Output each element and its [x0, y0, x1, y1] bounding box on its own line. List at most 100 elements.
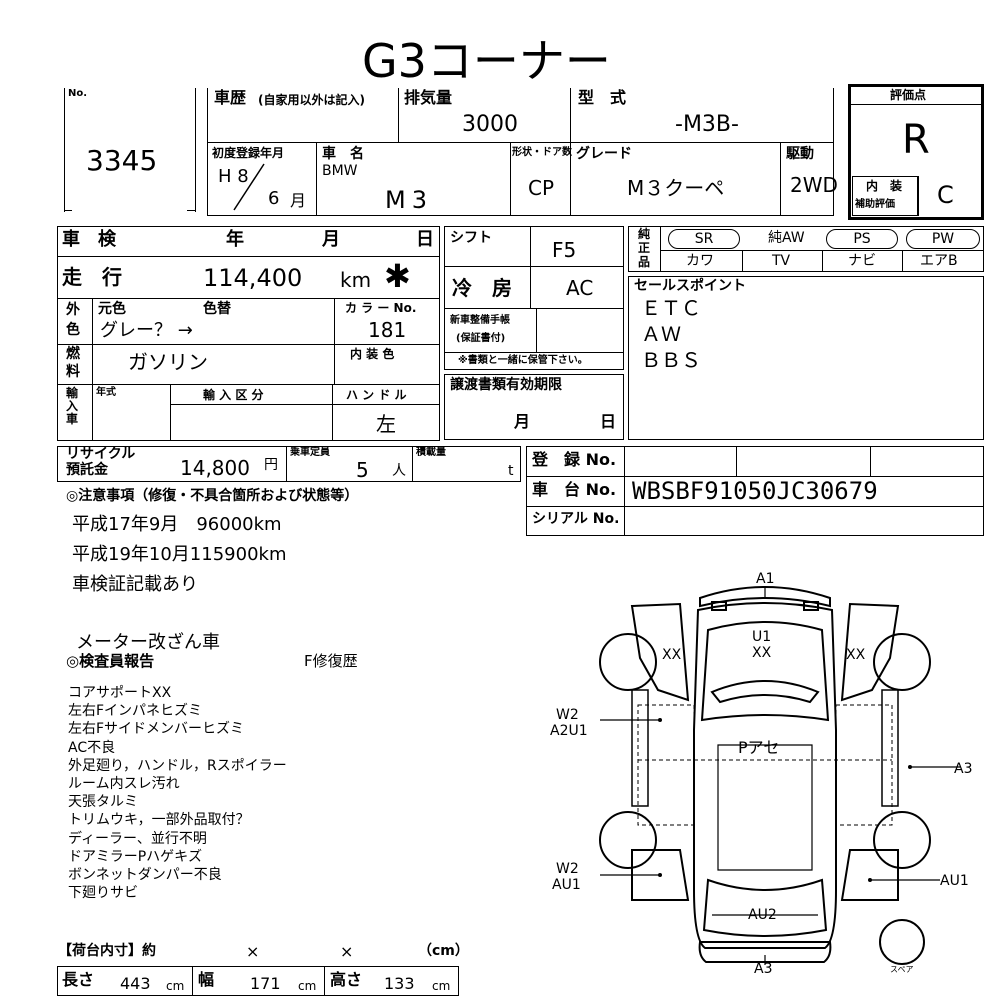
score-value: R	[902, 117, 930, 163]
maintenance-label-1: 新車整備手帳	[450, 315, 510, 326]
mileage-mark: ✱	[384, 257, 411, 295]
recycle-label-1: リサイクル	[66, 446, 136, 462]
inspector-line: 外足廻り，ハンドル，Rスポイラー	[68, 757, 287, 774]
capacity-value: 5	[356, 458, 369, 482]
drive-value: 2WD	[790, 173, 838, 197]
equip-pw: PW	[906, 229, 980, 249]
fuel-value: ガソリン	[128, 350, 208, 374]
cargo-unit: （cm）	[418, 943, 469, 959]
load-label: 積載量	[416, 447, 446, 458]
mileage-unit: km	[340, 268, 372, 292]
color-label-2: 色	[66, 322, 80, 338]
diagram-a3-bottom: A3	[754, 961, 773, 977]
displacement-label: 排気量	[404, 88, 453, 107]
chassis-label: 車 台 No.	[532, 480, 617, 499]
import-year-label: 年式	[96, 387, 116, 398]
body-doors-label: 形状・ドア数	[512, 147, 572, 158]
car-damage-diagram	[599, 586, 960, 965]
diagram-au2: AU2	[748, 907, 777, 923]
meter-note: メーター改ざん車	[76, 632, 220, 653]
grade-value: M３クーペ	[627, 176, 725, 200]
body-doors-value: CP	[528, 176, 555, 200]
color-value: グレー？ →	[100, 320, 193, 341]
equip-leather: カワ	[686, 253, 714, 269]
sales-point-1: ＥＴＣ	[641, 296, 701, 320]
height-label: 高さ	[330, 970, 363, 989]
recycle-value: 14,800	[180, 456, 250, 480]
color-original-label: 元色	[98, 301, 126, 317]
recycle-unit: 円	[264, 457, 278, 473]
inspection-year: 年	[226, 229, 244, 250]
transfer-label: 譲渡書類有効期限	[450, 377, 562, 393]
first-reg-label: 初度登録年月	[212, 146, 285, 160]
first-reg-month: 6	[268, 188, 280, 209]
inspector-line: トリムウキ，一部外品取付？	[68, 812, 250, 829]
inspector-repair: F修復歴	[304, 652, 358, 670]
aircon-label: 冷 房	[452, 276, 512, 300]
inspector-line: ボンネットダンパー不良	[68, 867, 222, 884]
first-reg-month-unit: 月	[290, 191, 307, 210]
diagram-xx-right: XX	[846, 647, 866, 663]
inspector-line: ディーラー、並行不明	[68, 830, 207, 847]
serial-label: シリアル No.	[532, 511, 620, 527]
diagram-a1-top: A1	[756, 571, 775, 587]
notes-line-1: 平成17年9月 96000km	[72, 514, 282, 535]
inspector-line: 下廻りサビ	[68, 885, 138, 902]
car-name-label: 車 名	[322, 146, 364, 162]
cargo-x2: ×	[340, 942, 354, 961]
inspector-heading: ◎検査員報告	[66, 652, 155, 670]
diagram-xx-left: XX	[662, 647, 682, 663]
displacement-value: 3000	[462, 112, 518, 137]
inspection-day: 日	[416, 229, 434, 250]
mileage-label: 走 行	[62, 265, 122, 289]
equip-label-1: 純	[638, 227, 651, 241]
import-handle-label: ハ ン ド ル	[346, 388, 407, 402]
inspector-line: 天張タルミ	[68, 794, 138, 811]
import-label: 輸入車	[66, 386, 79, 426]
mileage-value: 114,400	[203, 264, 303, 292]
shift-value: F5	[552, 238, 577, 262]
lot-number: 3345	[86, 144, 158, 177]
import-class-label: 輸 入 区 分	[203, 388, 264, 402]
equip-ps: PS	[826, 229, 898, 249]
inspector-line: ルーム内スレ汚れ	[68, 776, 180, 793]
color-code: 181	[368, 318, 407, 342]
car-model: M3	[385, 186, 433, 214]
lot-label: No.	[68, 88, 88, 99]
drive-label: 駆動	[786, 146, 814, 162]
model-type-label: 型 式	[578, 88, 627, 107]
diagram-au1-right: AU1	[940, 873, 969, 889]
maintenance-label-2: (保証書付)	[456, 333, 506, 344]
length-unit: cm	[166, 979, 185, 993]
equip-airbag: エアB	[920, 253, 958, 269]
history-label: 車歴	[214, 88, 247, 107]
interior-label-2: 補助評価	[855, 199, 895, 210]
cargo-x1: ×	[246, 942, 260, 961]
inspector-line: AC不良	[68, 739, 116, 756]
sales-point-3: ＢＢＳ	[641, 348, 701, 372]
diagram-a2u1: A2U1	[550, 723, 588, 739]
page-title: G3コーナー	[362, 34, 611, 88]
diagram-a3-right: A3	[954, 761, 973, 777]
diagram-au1-left: AU1	[552, 877, 581, 893]
sales-point-2: ＡＷ	[641, 322, 681, 346]
inspection-label: 車 検	[62, 229, 116, 250]
notes-heading: ◎注意事項（修復・不具合箇所および状態等）	[66, 488, 359, 504]
height-value: 133	[384, 974, 415, 993]
score-label: 評価点	[890, 88, 927, 102]
equip-sr: SR	[668, 229, 740, 249]
fuel-label-2: 料	[66, 364, 80, 380]
slash-divider	[233, 163, 265, 211]
load-unit: t	[508, 463, 514, 479]
interior-label-1: 内 装	[866, 179, 903, 193]
car-maker: BMW	[322, 163, 358, 179]
diagram-u1: U1	[752, 629, 772, 645]
interior-color-label: 内 装 色	[350, 347, 395, 361]
length-value: 443	[120, 974, 151, 993]
capacity-unit: 人	[392, 463, 406, 479]
notes-line-3: 車検証記載あり	[72, 574, 198, 595]
equip-navi: ナビ	[848, 253, 876, 269]
equip-aw: 純AW	[768, 230, 805, 246]
diagram-spare: スペア	[890, 965, 914, 974]
registration-label: 登 録 No.	[532, 450, 617, 469]
